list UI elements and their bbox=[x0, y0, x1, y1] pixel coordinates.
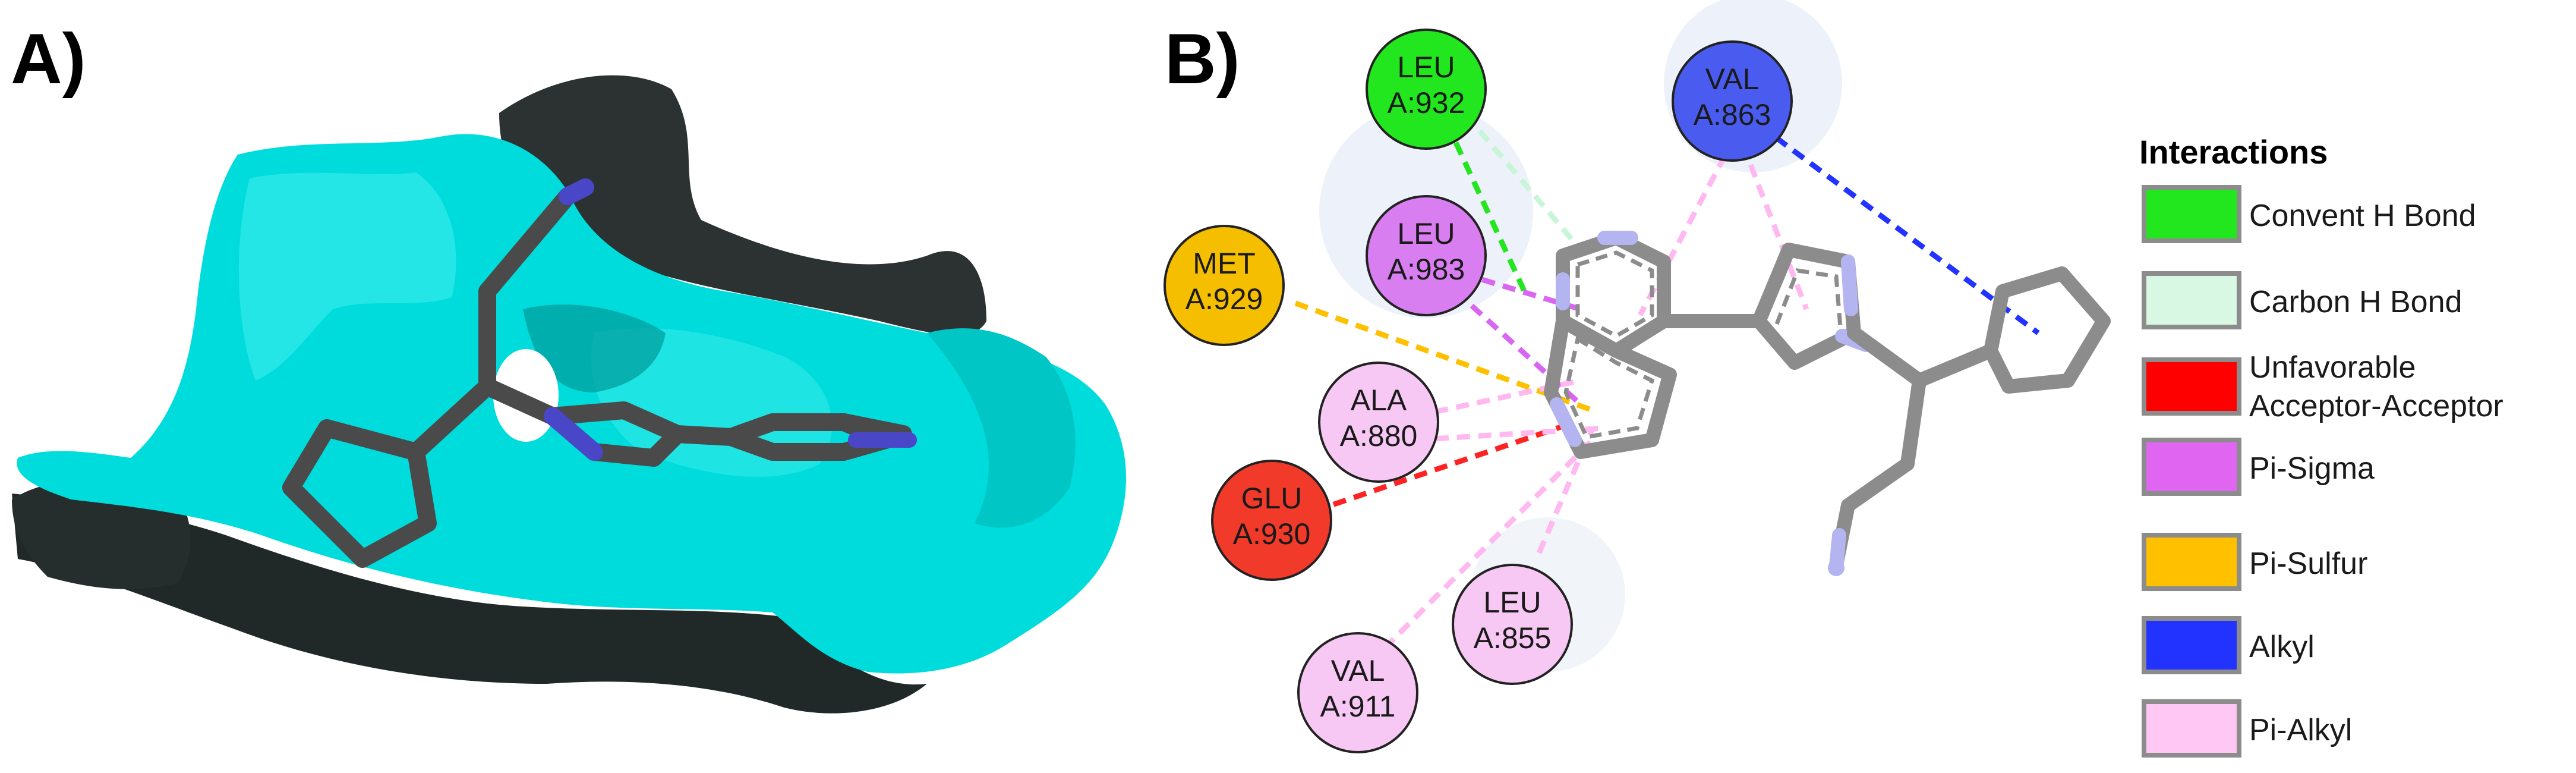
surface-right-edge bbox=[927, 328, 1076, 528]
ligand-3d-biaryl-bond bbox=[669, 425, 740, 446]
residue-glu930-name: GLU bbox=[1241, 482, 1303, 515]
legend-label-pi-sulfur: Pi-Sulfur bbox=[2249, 546, 2367, 581]
ligand-2d-pyrazole-n1 bbox=[1841, 254, 1858, 316]
ligand-3d-nitrile-chain bbox=[478, 187, 576, 395]
legend-label-pi-sigma: Pi-Sigma bbox=[2249, 451, 2375, 486]
residue-val911-chain: A:911 bbox=[1320, 690, 1396, 723]
pi-alkyl-ala880 bbox=[1414, 378, 1581, 419]
legend-item-pi-sigma: Pi-Sigma bbox=[2142, 438, 2375, 496]
residue-leu983-name: LEU bbox=[1397, 217, 1455, 250]
ligand-3d-linker-2 bbox=[478, 378, 562, 425]
residue-leu855-chain: A:855 bbox=[1474, 621, 1552, 655]
legend-item-alkyl: Alkyl bbox=[2142, 616, 2315, 674]
legend-swatch-pi-sulfur bbox=[2142, 533, 2241, 591]
residue-leu855-name: LEU bbox=[1483, 586, 1541, 619]
legend-item-carbon-h-bond: Carbon H Bond bbox=[2142, 271, 2462, 329]
residue-val911-name: VAL bbox=[1331, 654, 1385, 687]
panel-a-label: A) bbox=[11, 19, 86, 99]
residue-val911: VAL A:911 bbox=[1297, 632, 1418, 753]
ligand-2d-pyrrole-inner bbox=[1563, 335, 1655, 439]
ligand-2d-nitrile-n-tip bbox=[1828, 560, 1844, 576]
residue-glu930-chain: A:930 bbox=[1233, 517, 1311, 551]
legend-title: Interactions bbox=[2139, 133, 2328, 171]
legend: Interactions Convent H Bond Carbon H Bon… bbox=[2139, 133, 2504, 758]
residue-glu930: GLU A:930 bbox=[1211, 460, 1332, 581]
residue-leu983-chain: A:983 bbox=[1388, 253, 1465, 286]
residue-glu930-disc bbox=[1211, 460, 1332, 581]
legend-label-alkyl: Alkyl bbox=[2249, 630, 2315, 664]
alkyl-val863 bbox=[1757, 122, 2040, 335]
unfavorable-glu930 bbox=[1312, 419, 1576, 514]
legend-item-unfavorable: Unfavorable Acceptor-Acceptor bbox=[2142, 350, 2504, 423]
residue-leu932-chain: A:932 bbox=[1388, 86, 1465, 120]
ligand-2d-pyrrole-n bbox=[1550, 397, 1582, 447]
residue-ala880: ALA A:880 bbox=[1318, 362, 1439, 483]
residue-val863: VAL A:863 bbox=[1672, 40, 1793, 162]
hbond-leu932 bbox=[1453, 142, 1530, 298]
ligand-2d-pyrazole-inner bbox=[1774, 268, 1843, 328]
residue-val911-disc bbox=[1297, 632, 1418, 753]
legend-label-pi-alkyl: Pi-Alkyl bbox=[2249, 713, 2352, 747]
surface-shadow-bottom bbox=[12, 494, 927, 714]
ligand-2d-pyrimidine-inner bbox=[1575, 250, 1654, 339]
legend-swatch-unfavorable bbox=[2142, 357, 2241, 416]
ligand-2d-linker bbox=[1847, 326, 1998, 388]
legend-item-pi-sulfur: Pi-Sulfur bbox=[2142, 533, 2367, 591]
ligand-3d-linker bbox=[407, 378, 496, 461]
surface-highlight-2 bbox=[591, 328, 832, 477]
residue-val863-chain: A:863 bbox=[1694, 98, 1771, 131]
residue-ala880-disc bbox=[1318, 362, 1439, 483]
residue-leu855: LEU A:855 bbox=[1452, 564, 1573, 685]
surface-highlight-1 bbox=[238, 172, 456, 381]
pi-sigma-leu983-b bbox=[1453, 289, 1583, 407]
residue-leu932-disc bbox=[1366, 29, 1487, 150]
residue-leu983: LEU A:983 bbox=[1366, 195, 1487, 316]
legend-label-convent-h-bond: Convent H Bond bbox=[2249, 199, 2476, 233]
ligand-3d-nitrile-n bbox=[559, 178, 594, 205]
legend-swatch-carbon-h-bond bbox=[2142, 271, 2241, 329]
legend-swatch-alkyl bbox=[2142, 616, 2241, 674]
legend-label-unfavorable: Unfavorable bbox=[2249, 350, 2416, 385]
ligand-2d bbox=[1544, 231, 2111, 576]
ligand-2d-pyrrole bbox=[1544, 314, 1677, 459]
legend-swatch-convent-h-bond bbox=[2142, 185, 2241, 243]
pi-alkyl-val863-a bbox=[1638, 135, 1738, 317]
residue-val863-name: VAL bbox=[1705, 62, 1760, 96]
residue-leu855-disc bbox=[1452, 564, 1573, 685]
panel-b-label: B) bbox=[1165, 19, 1240, 99]
legend-swatch-pi-alkyl bbox=[2142, 699, 2241, 758]
residue-val863-disc bbox=[1672, 40, 1793, 162]
ligand-3d-cyclopentyl bbox=[282, 419, 437, 568]
residue-met929-name: MET bbox=[1193, 247, 1256, 280]
residue-leu932-name: LEU bbox=[1397, 51, 1455, 84]
legend-item-pi-alkyl: Pi-Alkyl bbox=[2142, 699, 2352, 758]
residue-leu983-disc bbox=[1366, 195, 1487, 316]
ligand-2d-nitrile-chain bbox=[1829, 373, 1927, 572]
legend-label-acceptor-acceptor: Acceptor-Acceptor bbox=[2249, 389, 2504, 423]
ligand-2d-cyclopentyl bbox=[1984, 266, 2111, 394]
surface-cavity bbox=[523, 304, 666, 392]
residue-met929-chain: A:929 bbox=[1185, 282, 1263, 316]
residue-ala880-name: ALA bbox=[1351, 384, 1407, 417]
carbon-hbond-leu932 bbox=[1477, 129, 1583, 252]
ligand-3d-pyrazole-n bbox=[544, 407, 603, 461]
legend-item-convent-h-bond: Convent H Bond bbox=[2142, 185, 2476, 243]
residue-met929-disc bbox=[1164, 225, 1285, 346]
legend-label-carbon-h-bond: Carbon H Bond bbox=[2249, 285, 2462, 319]
legend-swatch-pi-sigma bbox=[2142, 438, 2241, 496]
residues: LEU A:932 VAL A:863 LEU A:983 MET A:929 … bbox=[1164, 29, 1793, 753]
surface-shadow-back bbox=[499, 75, 986, 335]
residue-ala880-chain: A:880 bbox=[1340, 419, 1418, 453]
residue-leu932: LEU A:932 bbox=[1366, 29, 1487, 150]
residue-met929: MET A:929 bbox=[1164, 225, 1285, 346]
ligand-3d-sticks bbox=[282, 178, 917, 568]
binding-pocket-surface bbox=[12, 75, 1127, 714]
pi-alkyl-val911 bbox=[1382, 438, 1595, 651]
pi-sulfur-met929 bbox=[1294, 300, 1594, 413]
